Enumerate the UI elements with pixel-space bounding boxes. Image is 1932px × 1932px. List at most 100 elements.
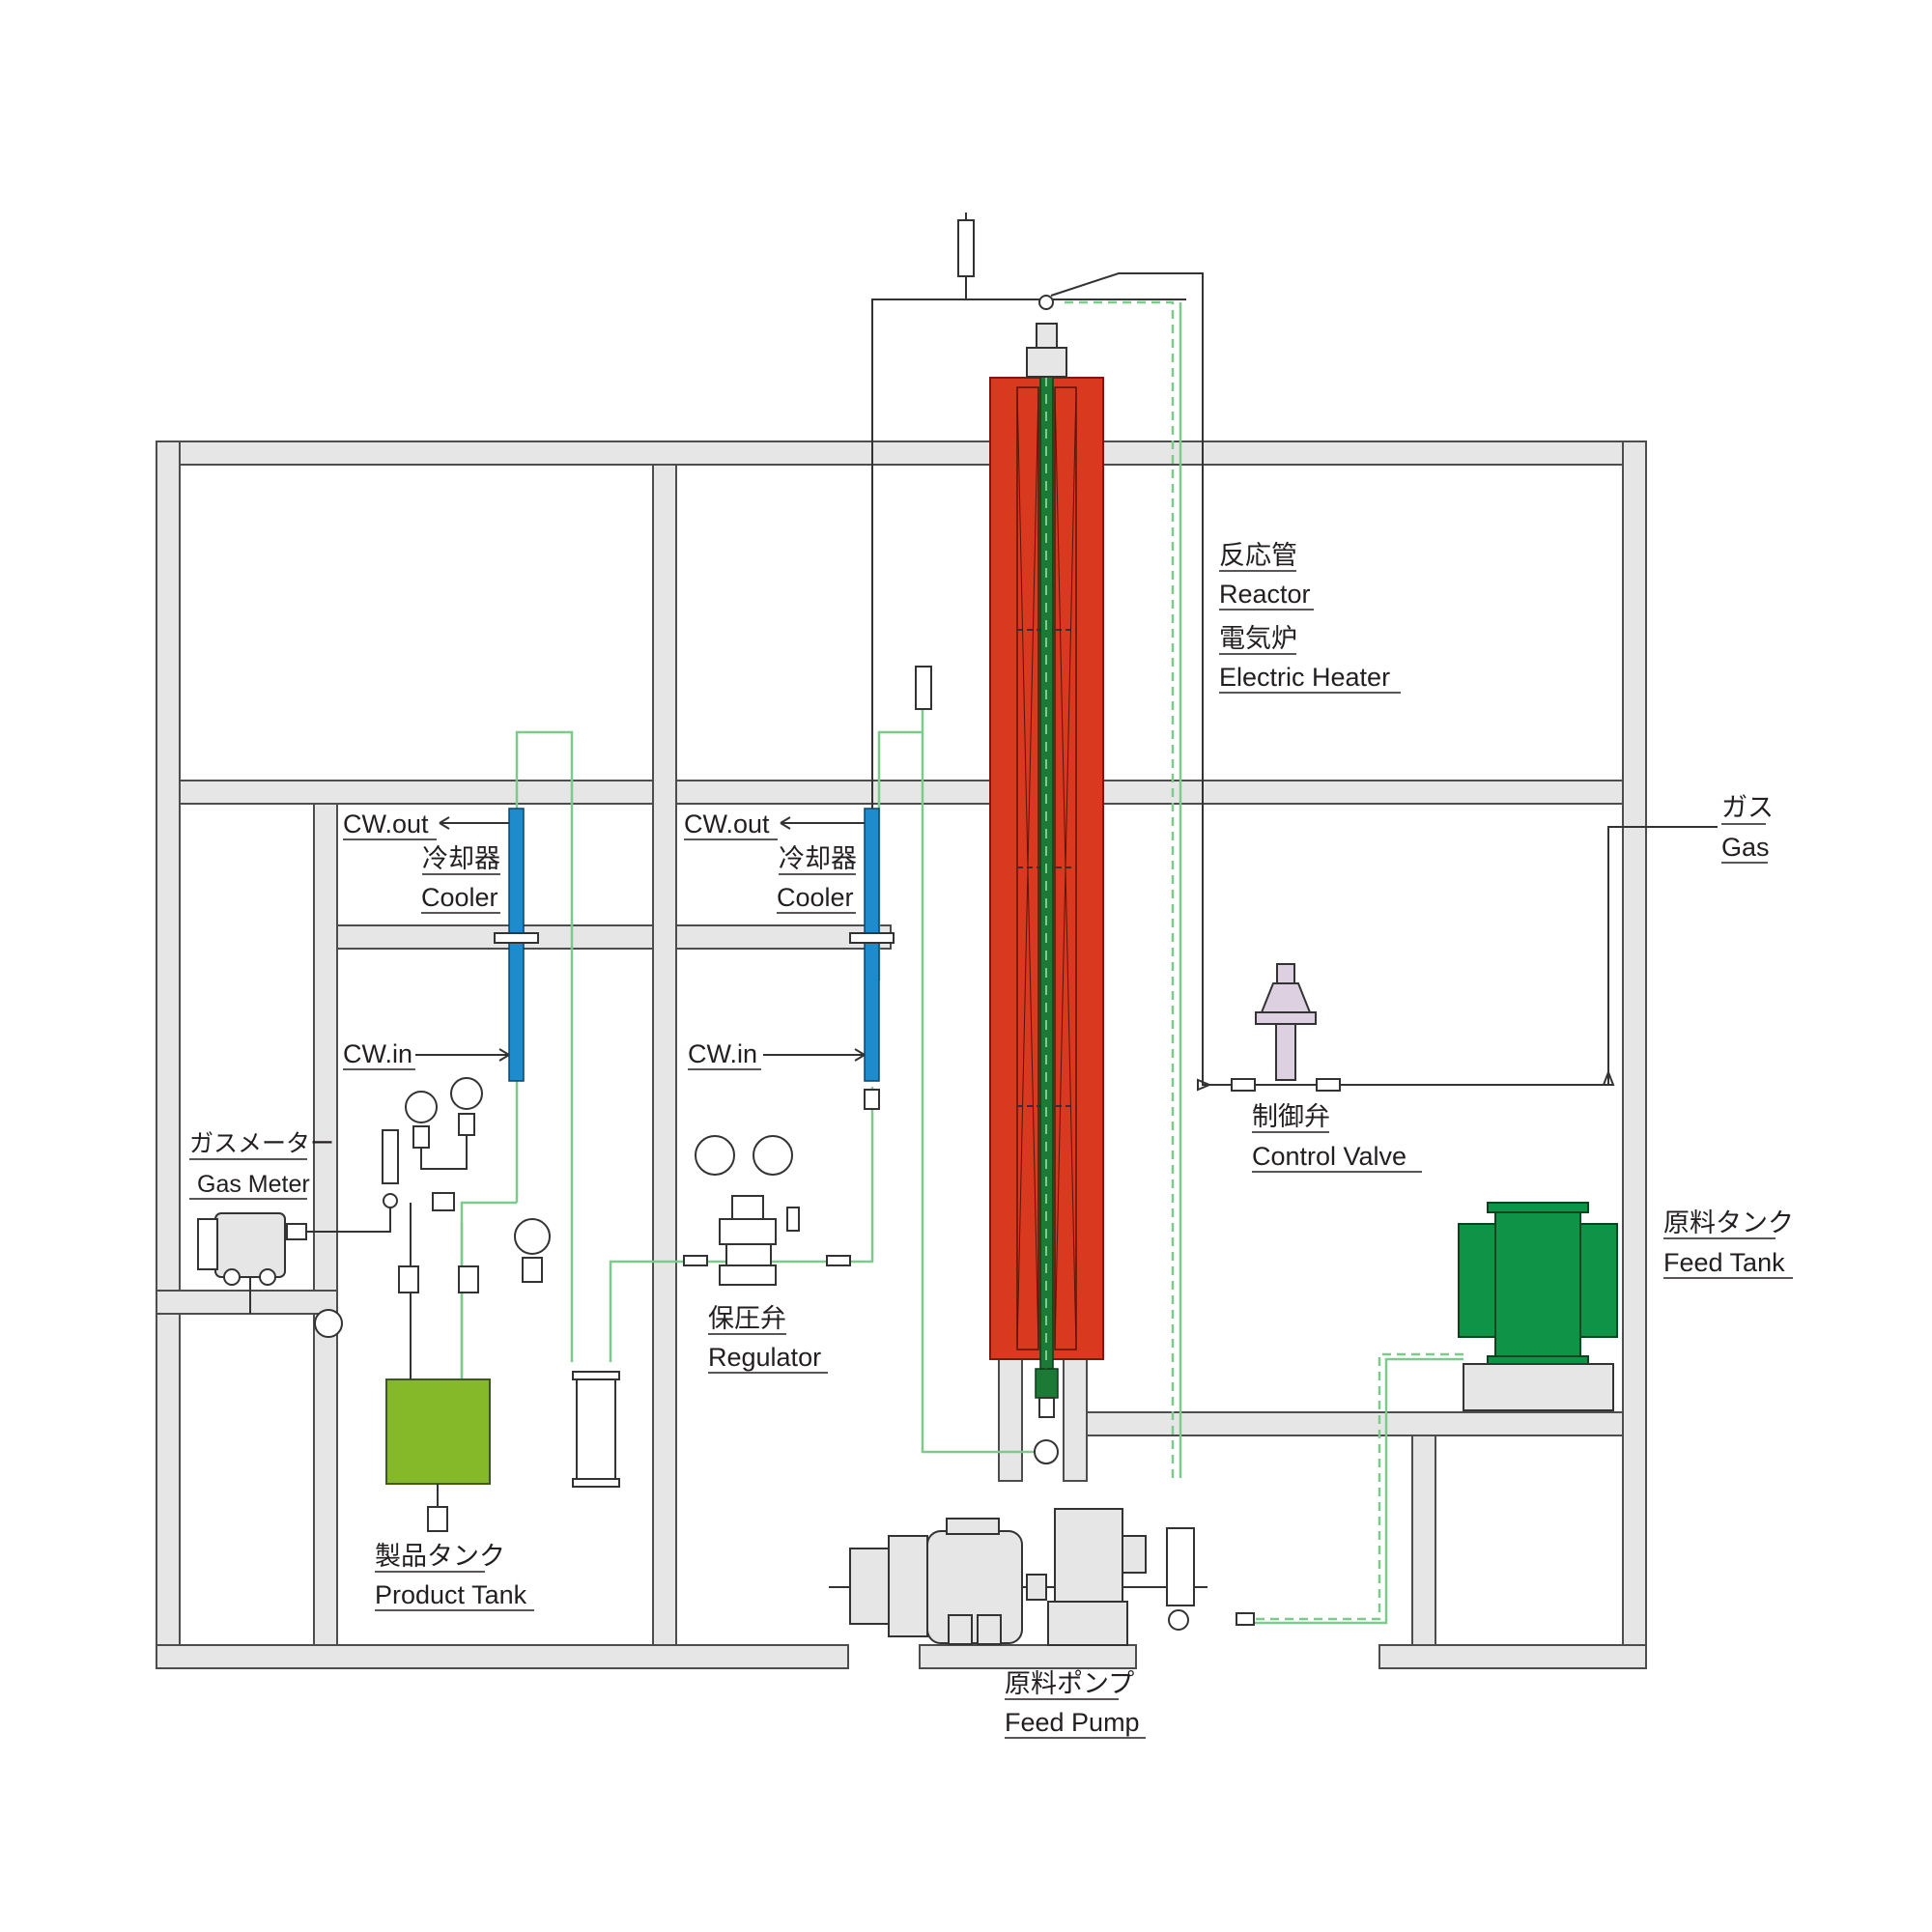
feed-tank-bottom [1487, 1355, 1589, 1365]
regulator-body-lower [725, 1243, 772, 1266]
cooler-1-cw-out-arrow [439, 816, 509, 830]
control-valve-arrow [1197, 1078, 1212, 1092]
pump-motor-foot-2 [977, 1614, 1002, 1645]
separator-cap-bottom [572, 1478, 620, 1488]
frame-left-column [156, 440, 181, 1669]
feed-tank [1458, 1202, 1618, 1411]
reactor-top-fitting [1036, 323, 1058, 349]
gas-lines [871, 213, 1718, 1092]
pump-discharge-dashed [1061, 300, 1175, 1478]
pump-head [1122, 1535, 1147, 1574]
pump-check-valve [1166, 1527, 1195, 1606]
reactor-bottom-nut [1038, 1397, 1055, 1418]
cooler-1-cw-out-label: CW.out [343, 810, 429, 838]
gauge-3-valve [522, 1257, 543, 1283]
regulator-bypass-valve [786, 1207, 800, 1232]
reactor-label-en: Reactor [1219, 580, 1311, 609]
gas-meter-outlet [286, 1223, 307, 1240]
labels: 反応管 Reactor 電気炉 Electric Heater ガス Gas 制… [189, 541, 1794, 1739]
regulator-gauge-2 [753, 1135, 793, 1176]
cooler-1-cw-in-arrow [415, 1048, 510, 1062]
pump-motor-fan [849, 1548, 890, 1625]
gauge-1 [405, 1091, 438, 1123]
gas-meter-body [214, 1212, 286, 1278]
gas-inlet-arrow-head [1602, 1069, 1615, 1086]
cooler-2-label-en: Cooler [777, 883, 854, 912]
cooler-2-flange [849, 932, 895, 944]
relief-valve [382, 1129, 399, 1184]
check-ball [383, 1193, 398, 1208]
gas-meter-label-jp: ガスメーター [189, 1130, 334, 1157]
product-tank-label-jp: 製品タンク [375, 1542, 505, 1571]
reactor-bottom-outlet [1034, 1439, 1059, 1464]
reactor-bottom-fitting [1035, 1368, 1059, 1399]
left-header-union [432, 1192, 455, 1211]
cooler1-to-separator [460, 1201, 517, 1391]
cooler-1 [415, 808, 539, 1082]
product-tank-drain-valve [427, 1506, 448, 1532]
cooler-2 [763, 808, 895, 1110]
frame-top-beam [156, 440, 1647, 466]
support-frame [156, 440, 1647, 1669]
cooler-1-label-jp: 冷却器 [422, 844, 500, 873]
control-valve-label-jp: 制御弁 [1252, 1102, 1330, 1131]
control-valve-cap [1276, 963, 1295, 984]
product-tank [385, 1203, 491, 1532]
feed-line-valve [1236, 1612, 1255, 1626]
frame-interior-column-a [652, 464, 677, 1646]
pump-base [919, 1644, 1137, 1669]
reactor-top-thermocouple [1038, 295, 1054, 310]
regulator-gauge-1 [695, 1135, 735, 1176]
outlet-pressure-sensor [915, 666, 932, 710]
control-valve-stem [1275, 1023, 1296, 1081]
control-valve-actuator [1260, 982, 1312, 1013]
feed-tank-label-jp: 原料タンク [1663, 1208, 1794, 1237]
feed-tank-body [1494, 1209, 1581, 1361]
cooler-2-cw-out-label: CW.out [684, 810, 770, 838]
separator-vessel [572, 1371, 620, 1488]
top-header-line [871, 298, 1041, 980]
feed-tank-jacket-left [1458, 1223, 1496, 1338]
cooler-2-drain [864, 1089, 880, 1110]
separator-body [576, 1378, 616, 1480]
feed-tank-label-en: Feed Tank [1663, 1248, 1785, 1277]
reactor-label-jp: 反応管 [1219, 541, 1297, 570]
cooler-2-body [864, 808, 880, 1082]
gas-supply-line [1050, 272, 1718, 1086]
gas-label-en: Gas [1721, 833, 1770, 862]
feed-tank-jacket-right [1579, 1223, 1618, 1338]
gas-meter [197, 1212, 348, 1338]
left-header [348, 1135, 468, 1233]
control-valve-block-left [1231, 1078, 1256, 1092]
gas-meter-wheel-1 [223, 1268, 241, 1286]
feed-line [1246, 1357, 1463, 1625]
gas-label-jp: ガス [1721, 793, 1774, 822]
gauge-2 [450, 1077, 483, 1110]
frame-interior-column-b [313, 803, 338, 1646]
left-instrumentation [348, 1077, 551, 1293]
heater-coil-right [1054, 386, 1077, 1350]
control-valve-diaphragm [1255, 1011, 1317, 1025]
regulator-body-top [731, 1195, 764, 1220]
frame-bottom-beam-left [156, 1644, 849, 1669]
regulator-label-jp: 保圧弁 [708, 1304, 786, 1333]
gas-meter-wheel-2 [259, 1268, 276, 1286]
product-tank-body [385, 1378, 491, 1485]
frame-feed-tank-platform [1086, 1411, 1624, 1436]
pump-gearbox [1054, 1508, 1123, 1603]
gas-meter-label-en: Gas Meter [197, 1171, 310, 1198]
top-pressure-sensor [957, 219, 975, 277]
frame-gas-meter-shelf [156, 1290, 338, 1315]
feed-tank-lid [1487, 1202, 1589, 1213]
feed-pump-label-jp: 原料ポンプ [1005, 1669, 1134, 1698]
product-tank-label-en: Product Tank [375, 1580, 527, 1609]
pump-suction-port [1168, 1609, 1189, 1631]
heater-coil-left [1016, 386, 1039, 1350]
frame-reactor-leg-left [998, 1350, 1023, 1482]
reactor-tube [1026, 295, 1067, 1464]
regulator-outlet-valve [826, 1255, 851, 1266]
shelf-pulley [314, 1309, 343, 1338]
frame-middle-beam [179, 780, 1624, 805]
pump-motor-foot-1 [948, 1614, 973, 1645]
